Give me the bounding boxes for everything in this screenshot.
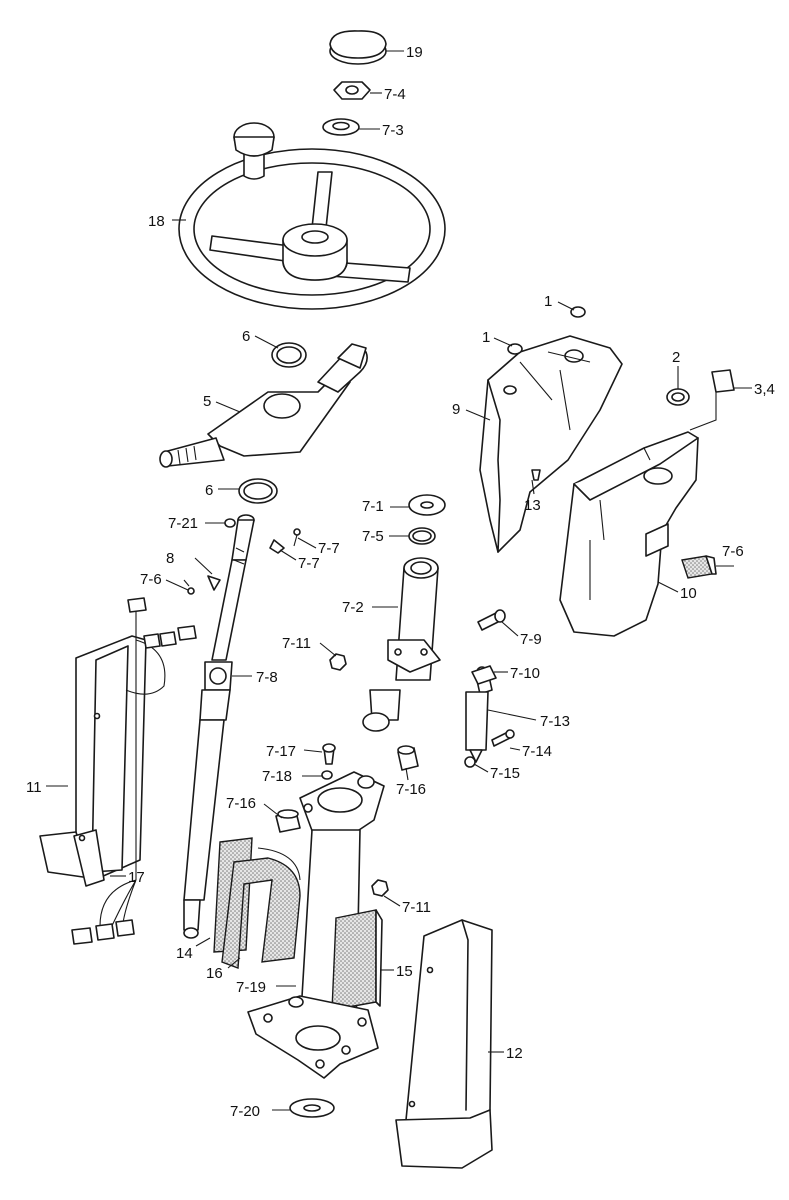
leader-lines: [46, 50, 752, 1111]
callout-7-14: 7-14: [522, 743, 552, 760]
bolt-part: [477, 609, 506, 631]
right-column-cover-part: [559, 431, 699, 637]
callout-19: 19: [406, 44, 423, 61]
spring-screw-part: [491, 729, 515, 747]
callout-7-6-right: 7-7: [298, 555, 320, 572]
grommet-part: [666, 388, 690, 406]
callout-7-1: 7-1: [362, 498, 384, 515]
callout-7-9: 7-9: [520, 631, 542, 648]
callout-7-18: 7-18: [262, 768, 292, 785]
callout-9: 9: [452, 401, 460, 418]
small-screw-part: [183, 528, 301, 595]
callout-15: 15: [396, 963, 413, 980]
callout-7-11-lower: 7-11: [402, 899, 431, 916]
column-tube-part: [362, 557, 441, 732]
cover-screw-part: [531, 469, 541, 481]
callout-7-15: 7-15: [490, 765, 520, 782]
callout-8: 7-6: [722, 543, 744, 560]
callout-7-16-left: 7-16: [226, 795, 256, 812]
column-washer-part: [408, 494, 446, 516]
hex-nut-part: [329, 653, 389, 897]
callout-7-7-left: 8: [166, 550, 174, 567]
stop-bolt-part: [321, 743, 336, 780]
callout-7-7-right: 7-7: [318, 540, 340, 557]
callout-7-11-upper: 7-11: [282, 635, 311, 652]
connector-part: [681, 555, 717, 579]
callout-7-6-left: 7-6: [140, 571, 162, 588]
callout-6-lower: 6: [205, 482, 213, 499]
wiring-harness-part: [71, 597, 197, 945]
pivot-bushing-part: [275, 745, 419, 833]
callout-7-4: 7-4: [384, 86, 406, 103]
callout-11: 11: [26, 779, 42, 796]
callout-7-21: 7-21: [168, 515, 198, 532]
nut-part: [333, 81, 371, 100]
callout-7-5: 7-5: [362, 528, 384, 545]
switch-part: [689, 369, 735, 431]
left-side-panel-part: [39, 635, 147, 887]
horn-cap-part: [329, 30, 387, 65]
callout-6-upper: 6: [242, 328, 250, 345]
callout-12: 12: [506, 1045, 523, 1062]
callout-7-20: 7-20: [230, 1103, 260, 1120]
callout-13: 13: [524, 497, 541, 514]
left-column-cover-part: [479, 335, 623, 553]
callout-3-4: 3,4: [754, 381, 775, 398]
callout-7-17: 7-17: [266, 743, 296, 760]
callout-7-19: 7-19: [236, 979, 266, 996]
upper-steering-shaft-part: [183, 514, 255, 939]
right-pillar-cover-part: [395, 919, 493, 1169]
column-ring-part: [408, 527, 436, 545]
callout-7-8: 7-8: [256, 669, 278, 686]
washer-part: [322, 118, 360, 136]
clevis-pin-part: [471, 665, 497, 685]
callout-7-3: 7-3: [382, 122, 404, 139]
callout-7-16-right: 7-16: [396, 781, 426, 798]
callout-1-upper: 1: [544, 293, 552, 310]
pin-part: [224, 518, 236, 528]
callout-labels: 19 7-4 7-3 18 1 1 2 3,4 6 5 9 6 13 7-1 7…: [26, 44, 775, 1120]
callout-1-lower: 1: [482, 329, 490, 346]
callout-7-13: 7-13: [540, 713, 570, 730]
callout-7-2: 7-2: [342, 599, 364, 616]
cap-washer-part: [507, 306, 586, 355]
lower-pad-part: [331, 909, 383, 1011]
steering-wheel-part: [178, 122, 446, 310]
callout-7-10: 7-10: [510, 665, 540, 682]
callout-16: 16: [206, 965, 223, 982]
callout-18: 18: [148, 213, 165, 230]
bushing-ring-part: [238, 478, 278, 504]
callout-14: 14: [176, 945, 193, 962]
base-plate-part: [247, 995, 379, 1118]
steering-gear-housing-part: [159, 343, 368, 468]
callout-17: 17: [128, 869, 145, 886]
callout-2: 2: [672, 349, 680, 366]
side-pad-part: [213, 837, 301, 969]
callout-10: 10: [680, 585, 697, 602]
bushing-ring-part: [271, 342, 307, 368]
callout-5: 5: [203, 393, 211, 410]
